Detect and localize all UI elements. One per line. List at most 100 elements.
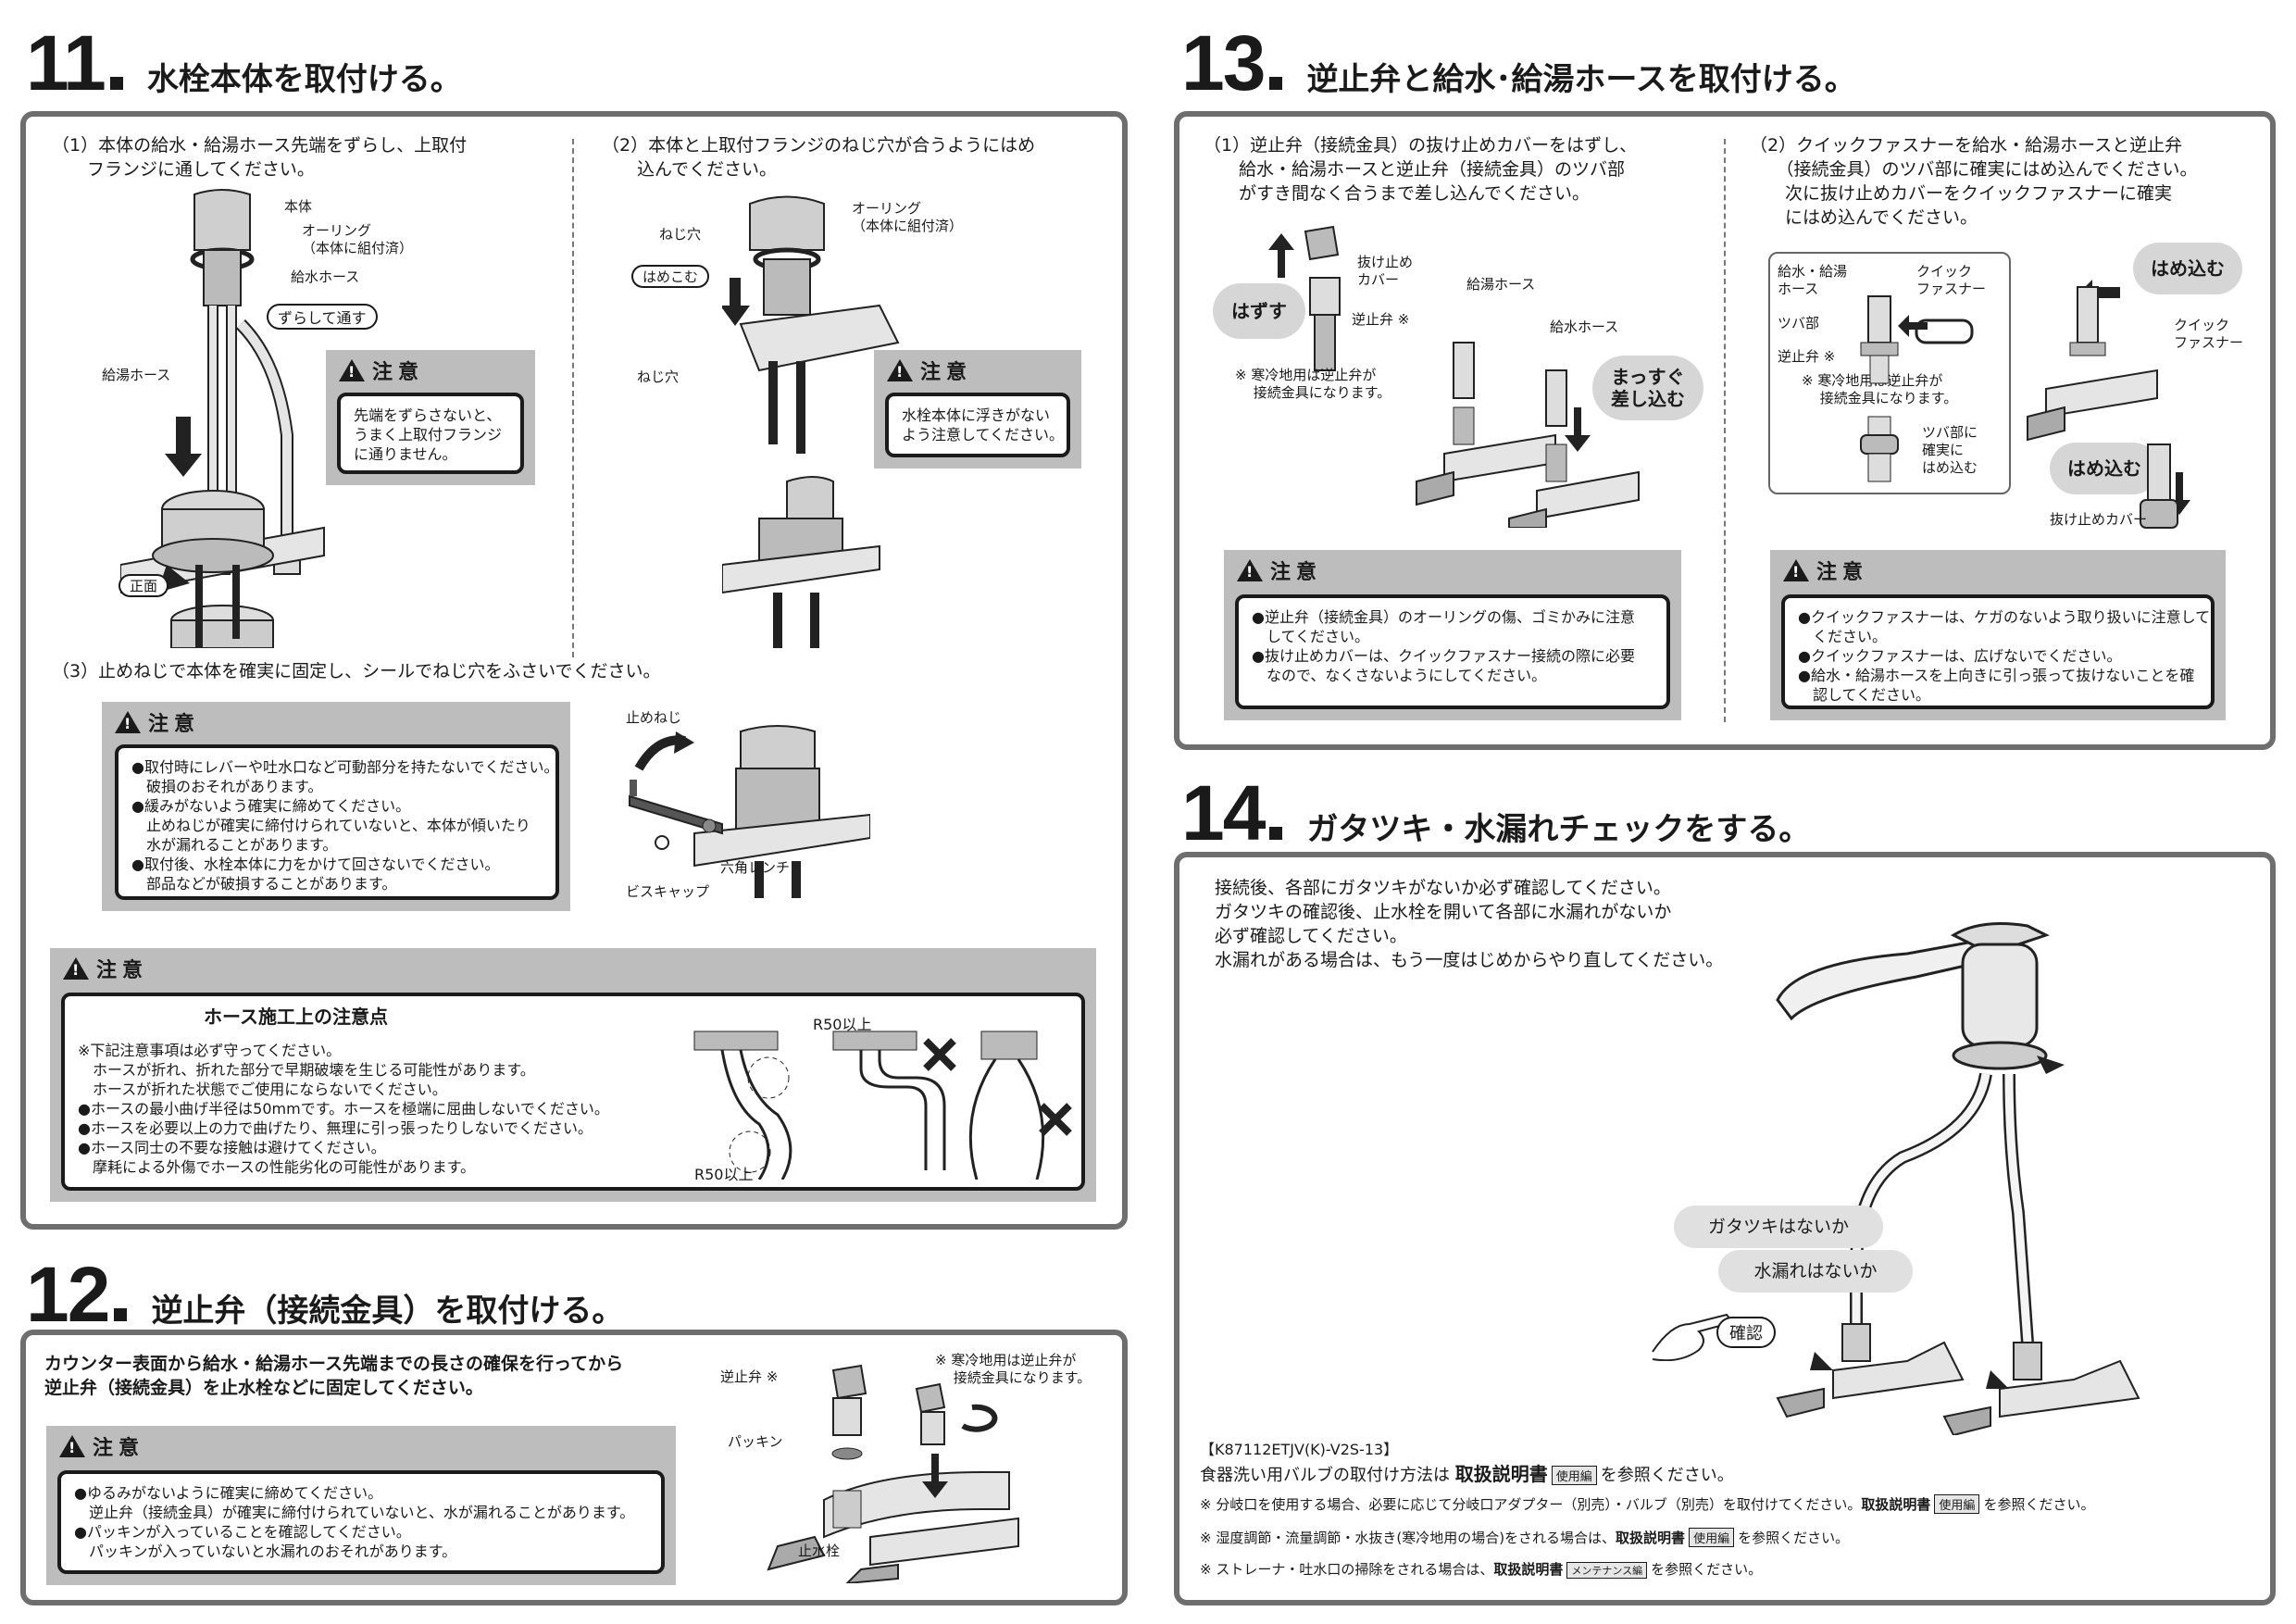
s13-caution-2: 注意 ●クイックファスナーは、ケガのないよう取り扱いに注意して ください。 ●ク… xyxy=(1770,550,2226,720)
s11-step3: （3）止めねじで本体を確実に固定し、シールでねじ穴をふさいでください。 xyxy=(52,661,661,681)
caution-label: 注意 xyxy=(1270,561,1323,584)
hose-insert-illustration xyxy=(1416,342,1640,528)
section-11-number: 11 xyxy=(26,19,106,106)
hose-precautions-box: ホース施工上の注意点 ※下記注意事項は必ず守ってください。 ホースが折れ、折れた… xyxy=(61,993,1085,1191)
section-12-heading: 逆止弁（接続金具）を取付ける。 xyxy=(151,1293,624,1330)
check-valve-cover-illustration xyxy=(1268,225,1341,371)
section-14-title: 14 ガタツキ・水漏れチェックをする。 xyxy=(1181,774,1810,852)
caution-label: 注意 xyxy=(93,1437,145,1460)
set-screw-illustration xyxy=(629,725,870,898)
manual-name: 取扱説明書 xyxy=(1454,1463,1548,1485)
label-r50-a: R50以上 xyxy=(813,1016,872,1033)
section-13-heading: 逆止弁と給水･給湯ホースを取付ける。 xyxy=(1306,61,1856,98)
s11-caution-2: 注意 水栓本体に浮きがない よう注意してください。 xyxy=(874,350,1081,468)
remove-cloud: はずす xyxy=(1213,283,1305,339)
label-oring: オーリング （本体に組付済） xyxy=(302,222,414,256)
caution-label: 注意 xyxy=(96,959,149,982)
s14-intro: 接続後、各部にガタツキがないか必ず確認してください。 ガタツキの確認後、止水栓を… xyxy=(1215,878,1724,970)
s13-step1: （1）逆止弁（接続金具）の抜け止めカバーをはずし、 給水・給湯ホースと逆止弁（接… xyxy=(1204,135,1638,204)
label-screw-hole-b: ねじ穴 xyxy=(637,369,680,385)
label-check-valve-13: 逆止弁 ※ xyxy=(1352,311,1410,328)
label-cold-note: ※ 寒冷地用は逆止弁が 接続金具になります。 xyxy=(935,1352,1092,1386)
fit-in-cloud-a: はめ込む xyxy=(2133,243,2242,294)
caution-label: 注意 xyxy=(920,361,973,384)
s13-caution-2-text: ●クイックファスナーは、ケガのないよう取り扱いに注意して ください。 ●クイック… xyxy=(1781,594,2215,709)
faucet-check-illustration xyxy=(1776,922,2140,1435)
label-supply-hose-13: 給水ホース xyxy=(1550,319,1619,335)
s11-caution-1: 注意 先端をずらさないと、 うまく上取付フランジ に通りません。 xyxy=(326,350,535,485)
section-11-heading: 水栓本体を取付ける。 xyxy=(146,61,462,98)
section-13-number: 13 xyxy=(1181,19,1266,106)
fit-in-cloud-b: はめ込む xyxy=(2050,443,2159,494)
bubble-leak: 水漏れはないか xyxy=(1718,1250,1913,1293)
label-stop-valve: 止水栓 xyxy=(798,1543,841,1559)
use-edition-tag: 使用編 xyxy=(1689,1528,1735,1547)
s13-divider xyxy=(1724,139,1726,722)
s11-divider xyxy=(572,139,574,657)
s11-caution-1-text: 先端をずらさないと、 うまく上取付フランジ に通りません。 xyxy=(337,393,524,474)
warning-icon xyxy=(1237,559,1263,581)
warning-icon xyxy=(339,359,365,381)
section-12-title: 12 逆止弁（接続金具）を取付ける。 xyxy=(26,1255,623,1333)
s11-step1: （1）本体の給水・給湯ホース先端をずらし、上取付 フランジに通してください。 xyxy=(52,135,468,180)
use-edition-tag: 使用編 xyxy=(1551,1466,1597,1485)
hose-precautions-title: ホース施工上の注意点 xyxy=(204,1006,388,1028)
ref-main-text: 食器洗い用バルブの取付け方法は xyxy=(1200,1466,1450,1485)
label-r50-b: R50以上 xyxy=(694,1166,754,1183)
label-oring-2: オーリング （本体に組付済） xyxy=(852,200,964,234)
s13-step2: （2）クイックファスナーを給水・給湯ホースと逆止弁 （接続金具）のツバ部に確実に… xyxy=(1750,135,2198,228)
label-cover-2: 抜け止めカバー xyxy=(2050,511,2148,528)
note-1: ※ 分岐口を使用する場合、必要に応じて分岐口アダプター（別売）・バルブ（別売）を… xyxy=(1200,1494,2094,1514)
warning-icon xyxy=(1783,559,1809,581)
note-2-tail: を参照ください。 xyxy=(1738,1530,1850,1546)
section-11-title: 11 水栓本体を取付ける。 xyxy=(26,24,462,102)
reference-main: 食器洗い用バルブの取付け方法は 取扱説明書使用編を参照ください。 xyxy=(1200,1459,1734,1486)
warning-icon xyxy=(887,359,913,381)
label-hoses: 給水・給湯 ホース xyxy=(1778,263,1848,297)
label-screw-hole-a: ねじ穴 xyxy=(659,226,702,243)
label-body: 本体 xyxy=(284,198,313,215)
label-packing: パッキン xyxy=(728,1433,783,1450)
note-3-tail: を参照ください。 xyxy=(1651,1561,1763,1578)
note-1-text: ※ 分岐口を使用する場合、必要に応じて分岐口アダプター（別売）・バルブ（別売）を… xyxy=(1200,1496,1862,1513)
warning-icon xyxy=(63,957,89,980)
label-flange: ツバ部 xyxy=(1778,315,1820,331)
label-flange-confirm: ツバ部に 確実に はめ込む xyxy=(1922,424,1978,476)
warning-icon xyxy=(115,711,141,733)
warning-icon xyxy=(59,1435,85,1457)
bubble-looseness: ガタツキはないか xyxy=(1674,1206,1883,1248)
flange-illustration xyxy=(120,490,325,648)
s11-caution-2-text: 水栓本体に浮きがない よう注意してください。 xyxy=(885,393,1070,457)
quick-fastener-detail-illustration xyxy=(1860,295,1974,482)
caution-label: 注意 xyxy=(148,713,201,736)
note-1-tail: を参照ください。 xyxy=(1983,1496,2095,1513)
note-2: ※ 湿度調節・流量調節・水抜き(寒冷地用の場合)をされる場合は、取扱説明書使用編… xyxy=(1200,1528,1849,1547)
straight-insert-cloud: まっすぐ 差し込む xyxy=(1592,356,1703,420)
label-hex-wrench: 六角レンチ xyxy=(720,859,791,876)
hose-precautions-notes: ※下記注意事項は必ず守ってください。 ホースが折れ、折れた部分で早期破壊を生じる… xyxy=(78,1042,609,1176)
label-check-valve: 逆止弁 ※ xyxy=(720,1368,779,1385)
s13-caution-1: 注意 ●逆止弁（接続金具）のオーリングの傷、ゴミかみに注意 してください。 ●抜… xyxy=(1224,550,1681,720)
ref-tail: を参照ください。 xyxy=(1600,1466,1734,1485)
label-cold-note-13b: ※ 寒冷地用は逆止弁が 接続金具になります。 xyxy=(1802,372,1958,406)
s12-intro: カウンター表面から給水・給湯ホース先端までの長さの確保を行ってから 逆止弁（接続… xyxy=(44,1354,624,1398)
quick-fastener-detail-box xyxy=(1768,252,2011,494)
model-number: 【K87112ETJV(K)-V2S-13】 xyxy=(1200,1441,1399,1458)
quick-fastener-install-illustration xyxy=(2027,280,2190,529)
label-cover: 抜け止め カバー xyxy=(1357,254,1414,288)
section-14-heading: ガタツキ・水漏れチェックをする。 xyxy=(1306,811,1811,848)
label-screw-cap: ビスキャップ xyxy=(626,883,710,900)
label-supply-hose: 給水ホース xyxy=(291,269,360,285)
label-set-screw: 止めねじ xyxy=(626,709,682,726)
note-3: ※ ストレーナ・吐水口の掃除をされる場合は、取扱説明書メンテナンス編を参照くださ… xyxy=(1200,1559,1762,1579)
label-shift-through: ずらして通す xyxy=(267,304,378,330)
label-quick-fastener-2: クイック ファスナー xyxy=(2174,317,2244,351)
hose-bend-diagrams xyxy=(693,1031,1072,1180)
s11-caution-3-text: ●取付時にレバーや吐水口など可動部分を持たないでください。 破損のおそれがありま… xyxy=(115,744,559,900)
manual-name: 取扱説明書 xyxy=(1493,1561,1564,1578)
note-2-text: ※ 湿度調節・流量調節・水抜き(寒冷地用の場合)をされる場合は、 xyxy=(1200,1530,1616,1546)
manual-name: 取扱説明書 xyxy=(1861,1496,1931,1513)
faucet-fitting-illustration xyxy=(722,195,900,648)
s11-step2: （2）本体と上取付フランジのねじ穴が合うようにはめ 込んでください。 xyxy=(602,135,1036,180)
section-12-number: 12 xyxy=(26,1251,110,1338)
